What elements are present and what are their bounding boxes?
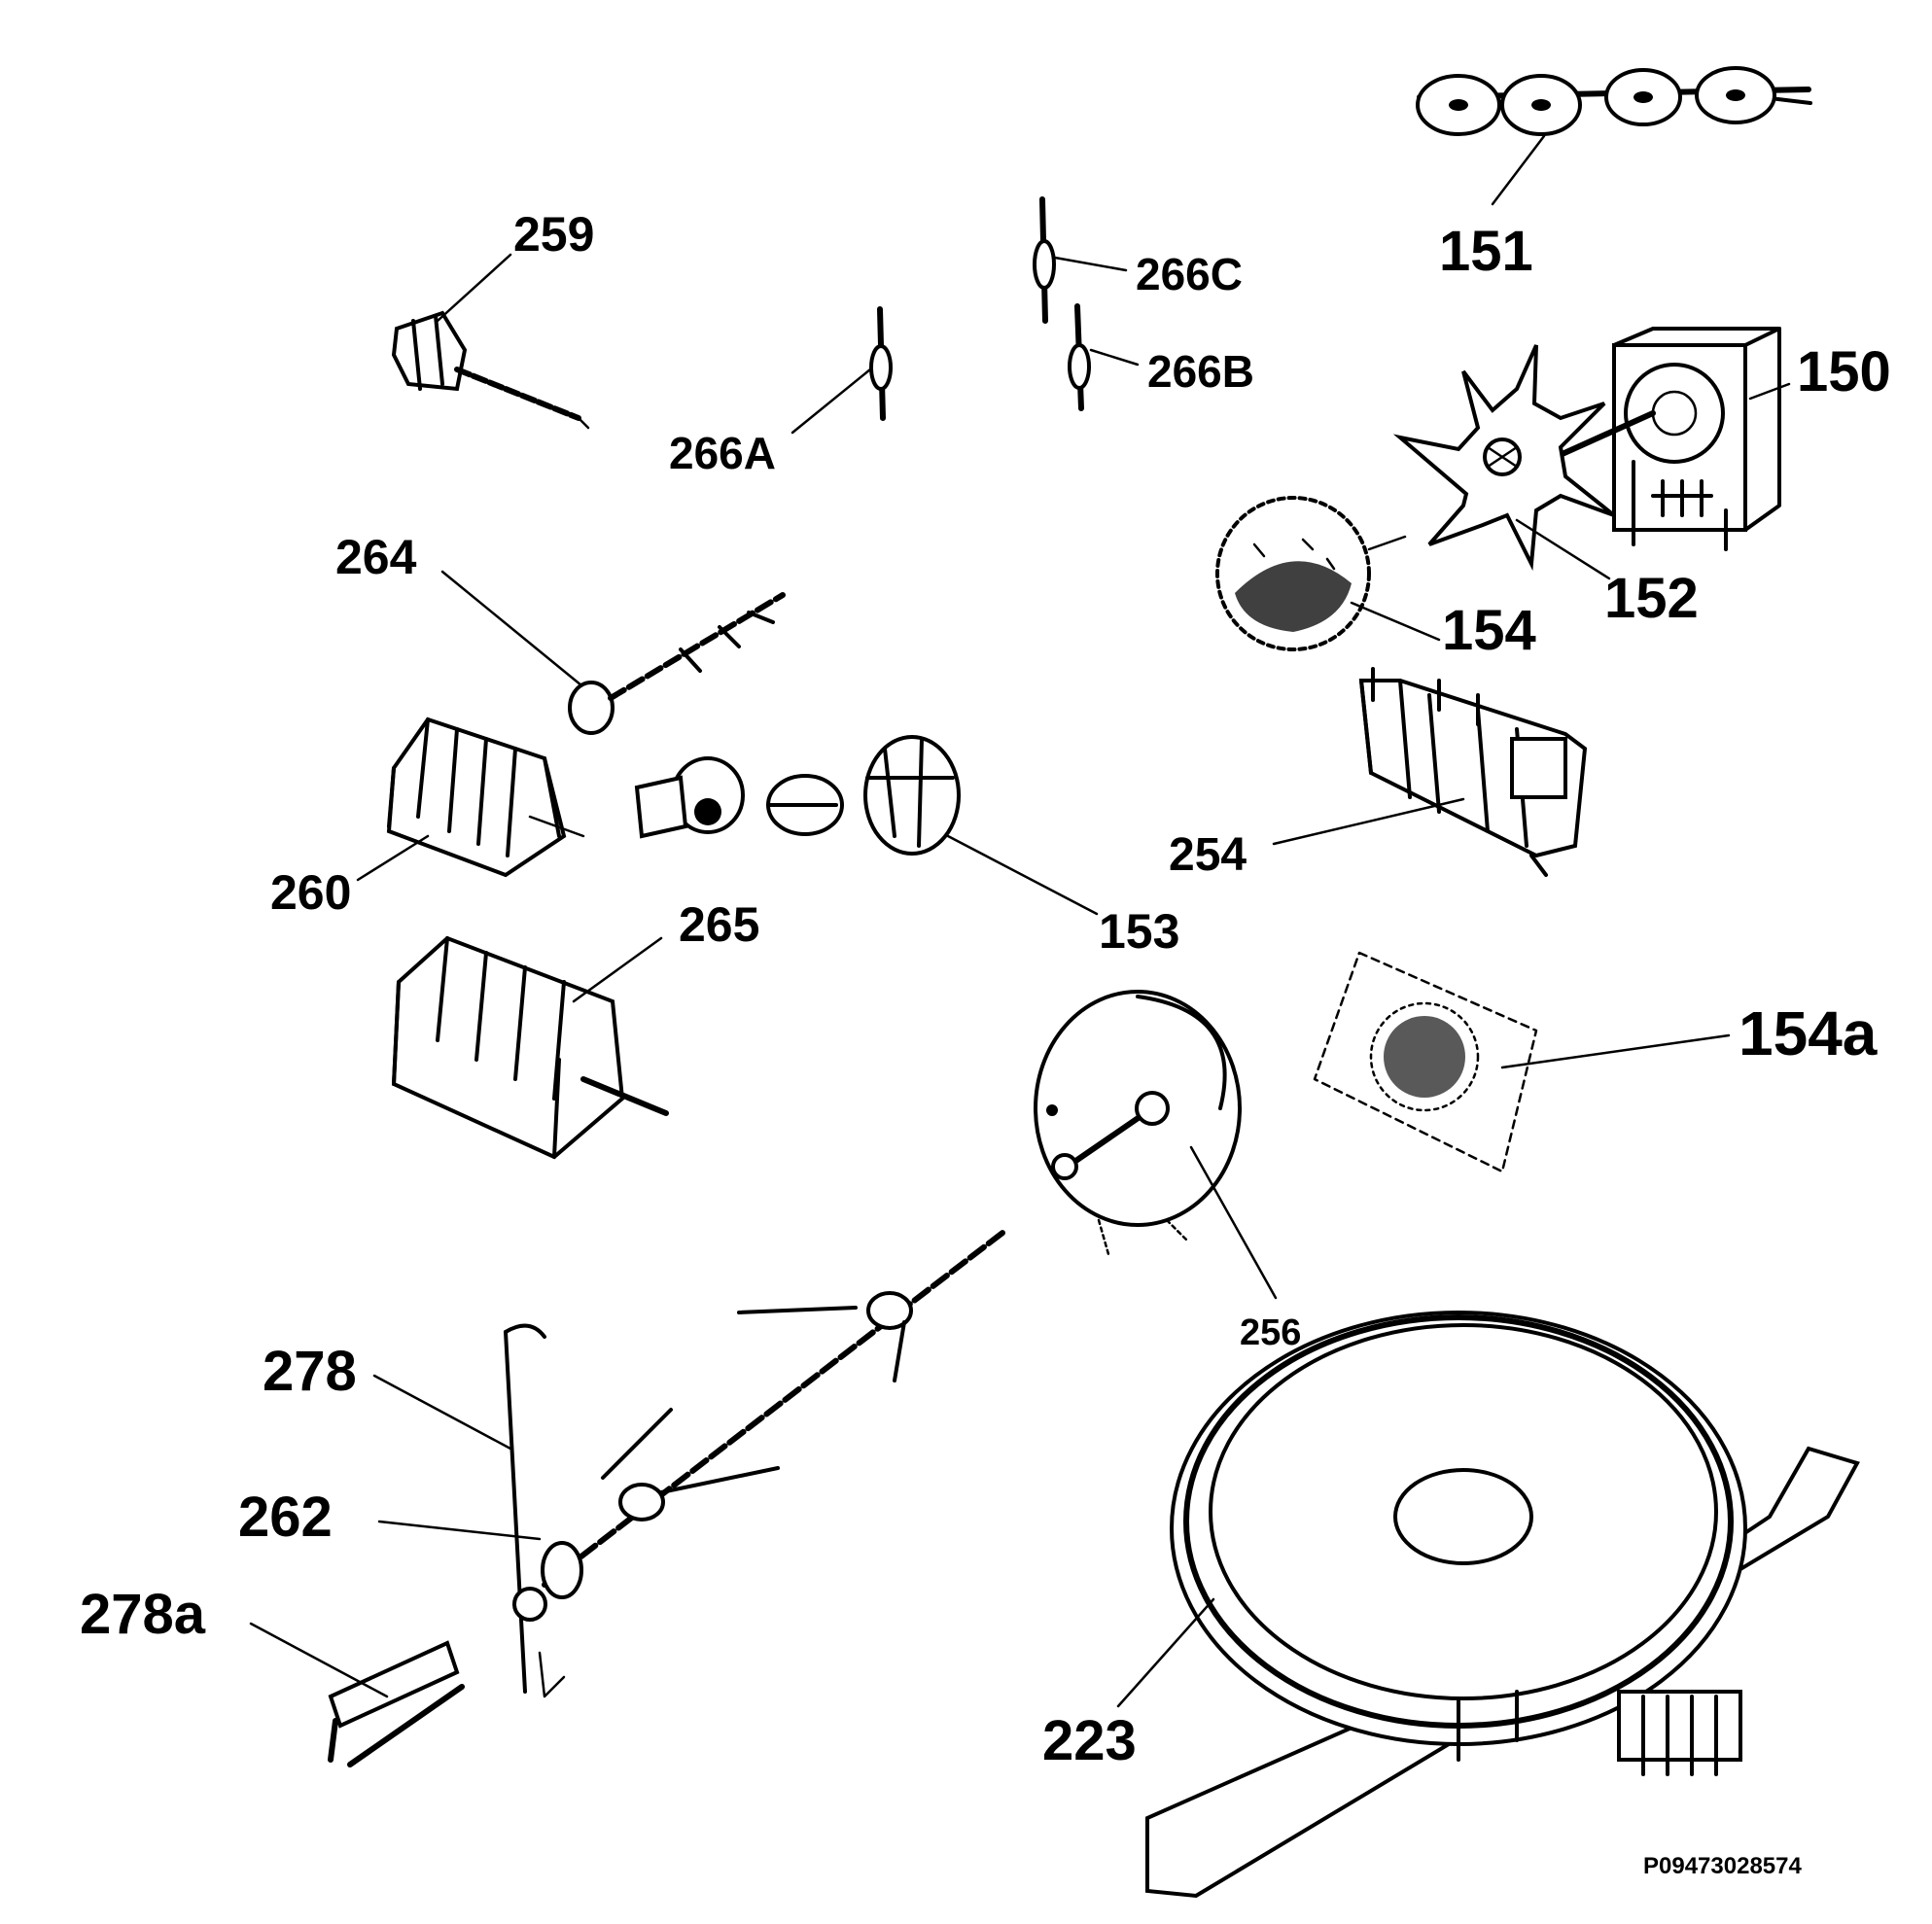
part-266c-pin — [1033, 196, 1056, 324]
label-223: 223 — [1042, 1709, 1137, 1772]
label-278: 278 — [263, 1340, 357, 1403]
leader-266b — [1089, 348, 1140, 367]
leader-154a — [1500, 1033, 1731, 1069]
label-152: 152 — [1604, 567, 1699, 630]
label-154: 154 — [1442, 599, 1536, 662]
leader-150 — [1748, 382, 1791, 401]
leader-223 — [1116, 1597, 1215, 1708]
leader-259 — [436, 253, 512, 323]
leader-154 — [1350, 601, 1441, 642]
label-266c: 266C — [1136, 249, 1243, 299]
part-254-terminal-block — [1358, 667, 1588, 877]
leader-278a — [249, 1622, 389, 1698]
leader-266c — [1053, 256, 1128, 272]
leader-264 — [440, 570, 583, 687]
part-150-fan-motor — [1553, 327, 1781, 551]
part-260-selector-switch — [386, 717, 585, 878]
part-262-linkage — [512, 1227, 1009, 1698]
label-153: 153 — [1099, 904, 1179, 959]
part-259-thermostat — [391, 310, 590, 430]
label-154a: 154a — [1739, 998, 1878, 1068]
leader-151 — [1491, 134, 1546, 206]
part-278a-bracket — [328, 1640, 465, 1767]
label-254: 254 — [1169, 829, 1247, 881]
part-265-switch — [391, 935, 669, 1160]
label-266b: 266B — [1147, 346, 1254, 397]
part-154a-flat-filter — [1313, 951, 1538, 1173]
part-256-rotary-switch — [1034, 990, 1242, 1256]
reference-code: P09473028574 — [1643, 1853, 1802, 1879]
part-152-fan-blade — [1392, 344, 1616, 572]
leader-266a — [790, 367, 872, 435]
leader-262 — [377, 1520, 542, 1541]
leader-153 — [946, 834, 1099, 916]
part-278-rod — [504, 1323, 546, 1694]
part-223-cooking-plate — [1145, 1311, 1860, 1899]
label-256: 256 — [1240, 1312, 1301, 1353]
part-266b-pin — [1068, 303, 1091, 411]
leader-260 — [356, 834, 430, 882]
leader-154-top — [1367, 535, 1407, 551]
label-260: 260 — [270, 865, 351, 920]
part-154-round-filter — [1215, 496, 1371, 651]
label-262: 262 — [238, 1486, 333, 1549]
label-151: 151 — [1439, 220, 1533, 283]
leader-278 — [372, 1374, 512, 1451]
leader-256 — [1189, 1145, 1278, 1300]
label-259: 259 — [513, 207, 594, 262]
leader-152 — [1515, 518, 1611, 580]
leader-265 — [572, 936, 663, 1003]
label-266a: 266A — [669, 428, 776, 478]
label-264: 264 — [335, 530, 417, 584]
part-153-knob — [634, 735, 961, 856]
leader-254 — [1272, 797, 1465, 846]
label-265: 265 — [679, 897, 759, 952]
part-266a-pin — [869, 306, 893, 421]
label-278a: 278a — [80, 1583, 206, 1646]
label-150: 150 — [1797, 340, 1891, 403]
part-264-spindle — [568, 592, 786, 735]
part-151-terminal-chain — [1416, 66, 1812, 136]
